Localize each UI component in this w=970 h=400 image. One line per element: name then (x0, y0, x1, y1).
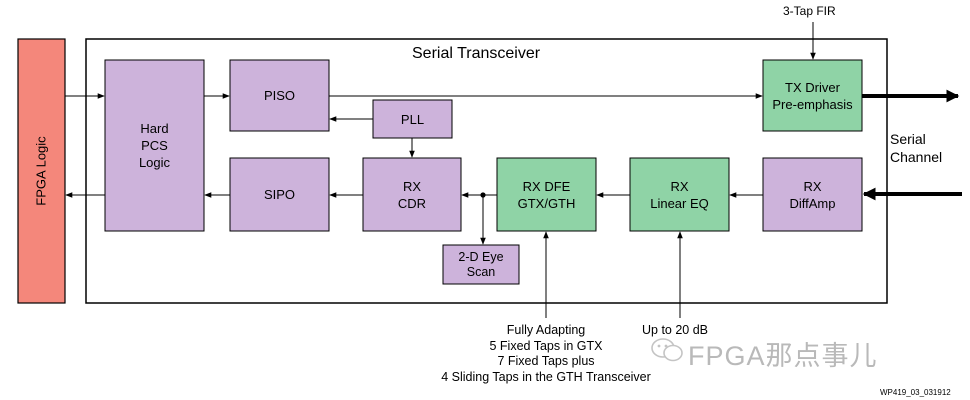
pll-label: PLL (373, 100, 452, 138)
piso-text: PISO (263, 88, 296, 103)
sipo-text: SIPO (263, 187, 296, 202)
hard-pcs-block (104, 59, 205, 232)
serial-channel-line-1: Serial (890, 131, 926, 147)
rx-diffamp-block (762, 157, 863, 232)
wechat-icon (651, 338, 683, 362)
sipo-label: SIPO (230, 158, 329, 231)
sipo-block (229, 157, 330, 232)
rx-cdr-line-2: CDR (397, 195, 427, 211)
fpga-logic-label: FPGA Logic (34, 136, 49, 205)
tx-driver-line-1: TX Driver (785, 79, 840, 95)
hard-pcs-line-2: PCS (141, 138, 168, 153)
hard-pcs-line-3: Logic (138, 155, 171, 170)
fpga-logic-block (17, 38, 66, 304)
rx-cdr-line-1: RX (402, 178, 422, 194)
eye-scan-line-2: Scan (466, 264, 496, 279)
fpga-logic-text: FPGA Logic (33, 136, 49, 206)
watermark-text: FPGA那点事儿 (688, 341, 878, 371)
dfe-note-1: Fully Adapting (506, 323, 586, 337)
fir-label: 3-Tap FIR (783, 4, 836, 18)
serial-channel-line-2: Channel (890, 149, 943, 165)
tx-driver-block (762, 59, 863, 132)
hard-pcs-line-1: Hard (140, 121, 169, 136)
dfe-note-4: 4 Sliding Taps in the GTH Transceiver (441, 369, 651, 384)
piso-block (229, 59, 330, 132)
rx-diffamp-line-1: RX (803, 178, 822, 194)
tx-driver-line-2: Pre-emphasis (772, 96, 853, 112)
rx-linear-eq-line-2: Linear EQ (650, 195, 709, 211)
rx-diffamp-line-2: DiffAmp (789, 195, 836, 211)
eye-scan-block (442, 244, 520, 285)
piso-label: PISO (230, 60, 329, 131)
eye-scan-tap-dot (480, 192, 486, 198)
pll-text: PLL (400, 111, 425, 127)
eq-note: Up to 20 dB (642, 323, 709, 337)
dfe-notes: Fully Adapting 5 Fixed Taps in GTX 7 Fix… (421, 323, 671, 385)
diagram-title: Serial Transceiver (412, 45, 541, 62)
figure-id: WP419_03_031912 (880, 388, 951, 397)
rx-dfe-line-2: GTX/GTH (517, 195, 576, 211)
rx-cdr-block (362, 157, 462, 232)
rx-linear-eq-line-1: RX (670, 178, 689, 194)
serial-channel-label: Serial Channel (890, 130, 970, 166)
dfe-note-3: 7 Fixed Taps plus (497, 354, 595, 368)
eye-scan-line-1: 2-D Eye (458, 249, 504, 264)
dfe-note-2: 5 Fixed Taps in GTX (489, 338, 603, 353)
rx-dfe-line-1: RX DFE (522, 178, 571, 194)
